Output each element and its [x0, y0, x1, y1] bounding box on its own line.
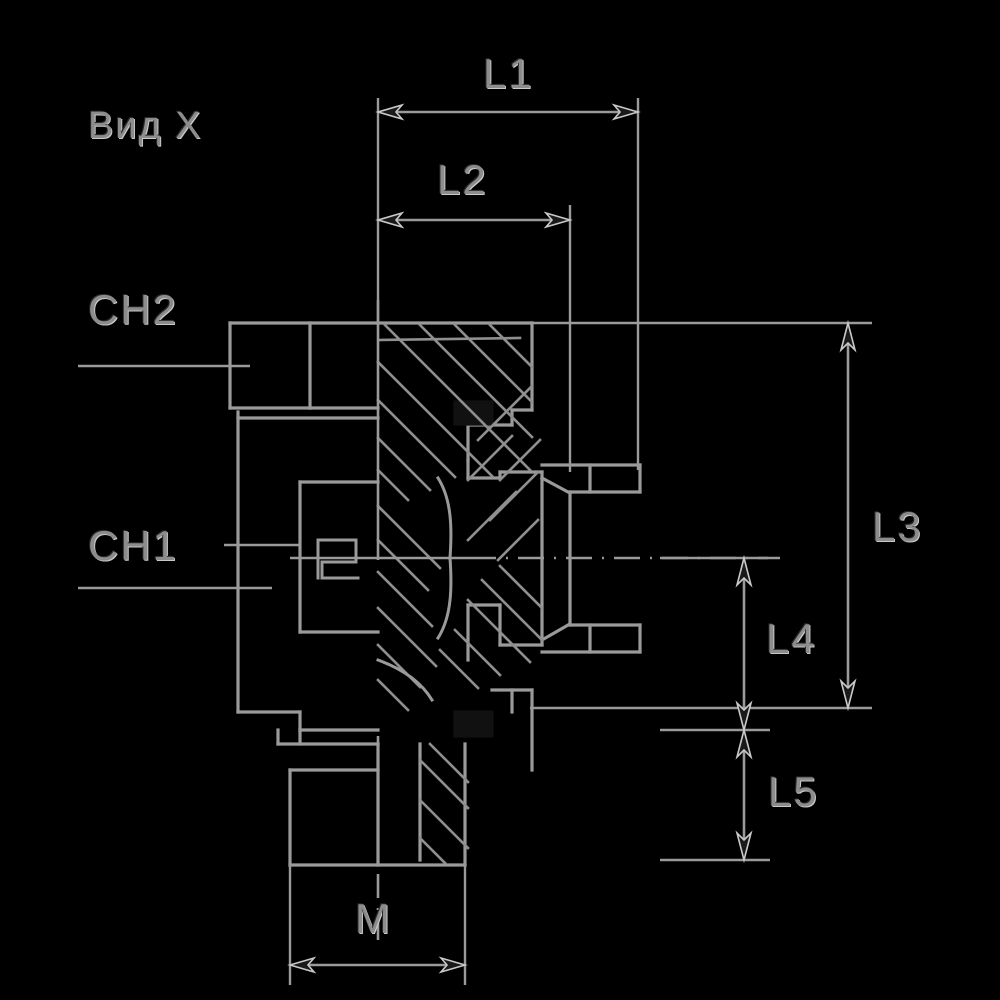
- dimension-label-l4: L4: [766, 615, 817, 662]
- centerlines: [290, 300, 780, 940]
- dimension-L5: [735, 726, 753, 864]
- dimension-lines: [287, 103, 857, 974]
- dimension-label-l1: L1: [483, 50, 534, 97]
- part-outline-group: [228, 321, 642, 867]
- bore-curve-detail: [376, 475, 453, 703]
- dimension-label-l2: L2: [437, 156, 488, 203]
- dimension-L4: [735, 554, 753, 734]
- callout-label-ch1: CH1: [88, 522, 179, 569]
- ch1-hex-outline: [236, 416, 380, 746]
- dimension-L2: [375, 211, 573, 229]
- right-port-outline: [539, 463, 642, 654]
- dimension-label-m-thread: M: [355, 895, 392, 942]
- dimension-L3: [839, 319, 857, 712]
- callout-leaders: [78, 364, 300, 590]
- dimension-label-l3: L3: [872, 503, 923, 550]
- dimension-label-l5: L5: [768, 768, 819, 815]
- dimension-L1: [375, 103, 641, 121]
- view-note-label: Вид X: [88, 105, 203, 147]
- ch2-hex-outline: [228, 321, 380, 420]
- dimension-M: [287, 956, 468, 974]
- callout-label-ch2: CH2: [88, 286, 179, 333]
